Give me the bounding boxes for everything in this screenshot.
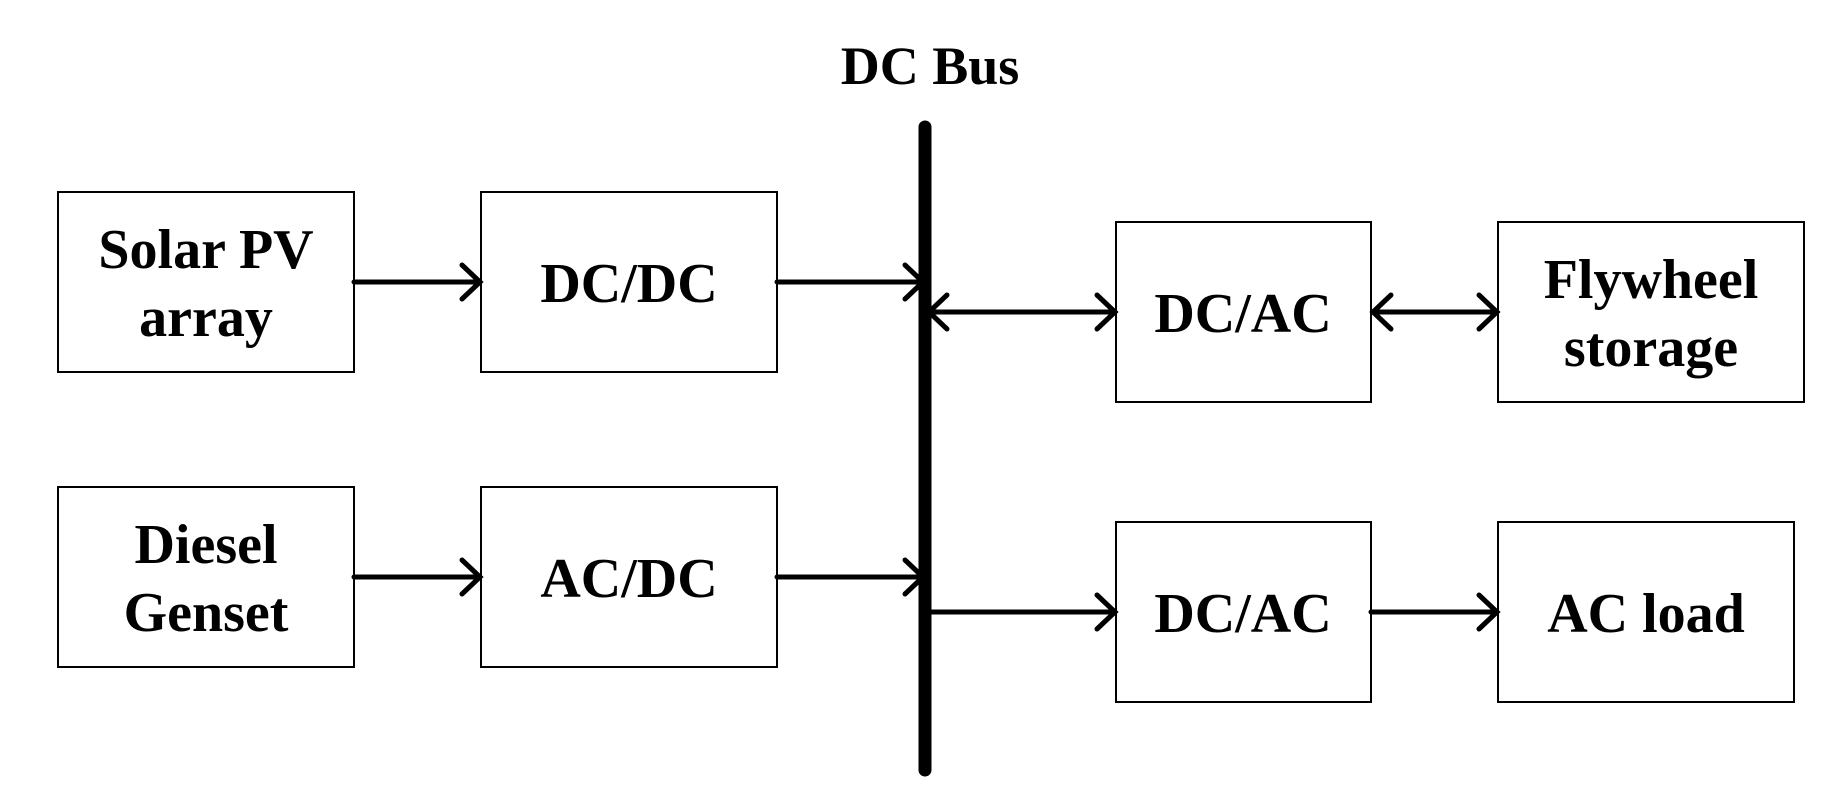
dcdc-converter-block: DC/DC [480, 191, 778, 373]
dcac-inverter-top-block: DC/AC [1115, 221, 1372, 403]
solar-pv-label-line2: array [139, 287, 273, 349]
ac-load-block: AC load [1497, 521, 1795, 703]
ac-load-label: AC load [1547, 583, 1745, 645]
flywheel-label-line2: storage [1564, 317, 1738, 379]
flywheel-label-line1: Flywheel [1544, 249, 1759, 311]
arrow-solar-to-dcdc [351, 262, 484, 302]
acdc-converter-block: AC/DC [480, 486, 778, 668]
dc-bus-label: DC Bus [841, 36, 1020, 96]
arrow-bus-to-dcac-bottom [922, 592, 1119, 632]
arrow-dcdc-to-bus [774, 262, 927, 302]
diesel-label-line1: Diesel [134, 514, 277, 576]
arrow-dcac-to-ac-load [1368, 592, 1501, 632]
arrow-acdc-to-bus [774, 557, 927, 597]
diesel-label-line2: Genset [124, 582, 289, 644]
arrow-diesel-to-acdc [351, 557, 484, 597]
bidirectional-arrow-dcac-flywheel [1369, 292, 1501, 332]
bidirectional-arrow-bus-dcac-top [925, 292, 1119, 332]
acdc-label: AC/DC [540, 548, 717, 610]
solar-pv-label-line1: Solar PV [98, 219, 313, 281]
solar-pv-array-block: Solar PV array [57, 191, 355, 373]
dcac-top-label: DC/AC [1154, 283, 1331, 345]
dcac-inverter-bottom-block: DC/AC [1115, 521, 1372, 703]
diesel-genset-block: Diesel Genset [57, 486, 355, 668]
dcac-bottom-label: DC/AC [1154, 583, 1331, 645]
flywheel-storage-block: Flywheel storage [1497, 221, 1805, 403]
dcdc-label: DC/DC [540, 253, 717, 315]
